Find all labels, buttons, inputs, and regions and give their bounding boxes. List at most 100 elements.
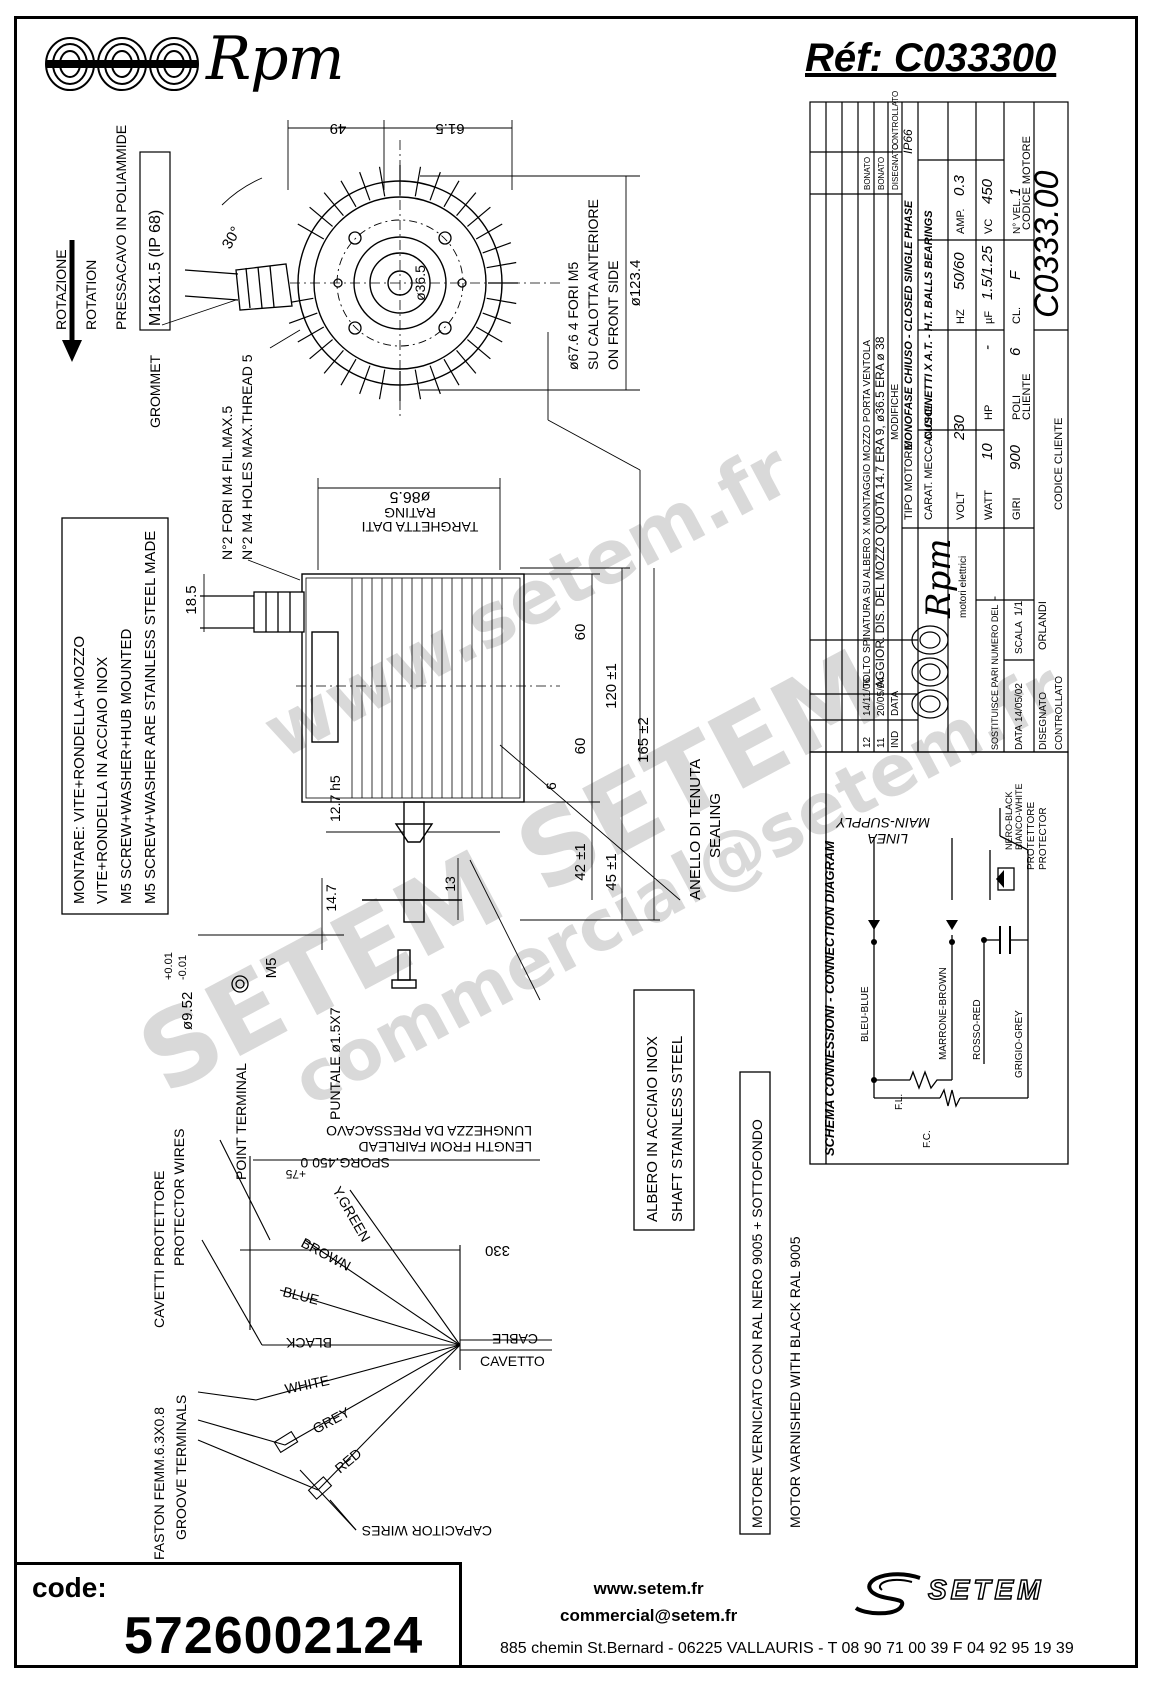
wire-white: WHITE <box>283 1372 330 1397</box>
col-data: DATA <box>890 690 901 716</box>
title-block-rpm-brand: Rpm <box>919 538 959 619</box>
rev-11-text: AGGIOR. DIS. DEL MOZZO QUOTA 14.7 ERA 9,… <box>873 336 887 688</box>
title-block-coil-icon <box>911 625 949 719</box>
cable-it: CAVETTO <box>480 1353 545 1369</box>
gland-spec: M16X1.5 (IP 68) <box>147 210 164 326</box>
cable-en: CABLE <box>492 1331 538 1347</box>
shaft-section-icon <box>231 975 249 993</box>
hz-label: HZ <box>955 309 967 324</box>
brand-wordmark: Rpm <box>206 24 344 94</box>
vc-value: 450 <box>979 178 996 204</box>
nvel-label: N° VEL. <box>1012 198 1023 234</box>
uf-label: µF <box>983 311 995 324</box>
dim-18-5: 18.5 <box>183 585 200 614</box>
cooling-fin <box>378 369 386 400</box>
dim-30-degrees: 30° <box>219 224 245 252</box>
tol-minus: -0.01 <box>177 955 189 980</box>
watt-label: WATT <box>983 490 995 520</box>
dim-120: 120 ±1 <box>603 663 620 709</box>
rev-11-ind: 11 <box>876 737 887 748</box>
col-disegnato: DISEGNATO <box>891 144 900 190</box>
cooling-fins <box>283 165 518 401</box>
codice-motore-label: CODICE MOTORE <box>1021 136 1033 230</box>
dim-9-52: ø9.52 <box>179 992 196 1030</box>
address-line: 885 chemin St.Bernard - 06225 VALLAURIS … <box>500 1640 1074 1657</box>
hz-value: 50/60 <box>951 252 968 290</box>
giri-label: GIRI <box>1011 497 1023 520</box>
code-value: 5726002124 <box>124 1607 424 1665</box>
front-view <box>250 140 560 420</box>
hp-label: HP <box>983 405 995 420</box>
shaft-note-1: ALBERO IN ACCIAIO INOX <box>644 1036 661 1222</box>
carat-label: CARAT. MECCANICHE <box>923 405 935 520</box>
coil-logo-icon <box>45 37 199 91</box>
cooling-fin <box>482 312 512 324</box>
cooling-fin <box>323 192 344 216</box>
dim-60-bottom: 60 <box>572 738 589 755</box>
sealing-en: SEALING <box>707 793 724 858</box>
dim-13: 13 <box>442 876 458 892</box>
bonato-1: BONATO <box>863 157 872 190</box>
giri-value: 900 <box>1007 444 1024 470</box>
front-holes-line-1: ø67.6 4 FORI M5 <box>565 262 581 370</box>
cooling-fin <box>414 369 422 400</box>
email-link[interactable]: commercial@setem.fr <box>560 1606 738 1625</box>
website-link[interactable]: www.setem.fr <box>593 1579 704 1598</box>
rev-11-date: 20/05/04 <box>876 677 887 716</box>
data-value: 14/05/02 <box>1014 683 1025 722</box>
nvel-value: 1 <box>1007 188 1024 196</box>
mount-note-1: MONTARE: VITE+RONDELLA+MOZZO <box>71 636 88 904</box>
ip-rating: IP66 <box>901 129 915 154</box>
col-ind: IND <box>890 731 901 748</box>
cooling-fin <box>467 206 491 227</box>
paint-note-2: MOTOR VARNISHED WITH BLACK RAL 9005 <box>787 1236 803 1528</box>
tipo-label: TIPO MOTORE <box>903 443 915 520</box>
drawing-frame <box>14 16 1138 1668</box>
disegnato-label: DISEGNATO <box>1038 692 1049 750</box>
paint-note-1: MOTORE VERNICIATO CON RAL NERO 9005 + SO… <box>749 1119 765 1528</box>
dim-14-7: 14.7 <box>323 884 339 911</box>
cooling-fin <box>340 180 357 208</box>
sostituisce-value: - <box>987 596 1001 600</box>
watt-value: 10 <box>979 443 996 460</box>
dim-86-5: ø86.5 <box>389 488 430 505</box>
protector-wires-en: PROTECTOR WIRES <box>171 1129 187 1266</box>
title-block <box>809 101 1069 753</box>
cooling-fin <box>475 223 503 240</box>
schema-grey: GRIGIO-GREY <box>1014 1010 1025 1078</box>
cooling-fin <box>378 166 386 197</box>
len-330: 330 <box>485 1242 510 1259</box>
dim-45: 45 ±1 <box>603 853 620 890</box>
setem-swirl-icon <box>854 1572 921 1616</box>
data-label: DATA <box>1014 724 1025 750</box>
dim-6: 6 <box>543 782 559 790</box>
setem-logo: SETEM <box>850 1568 1110 1618</box>
wire-black: BLACK <box>285 1335 332 1351</box>
grommet-label: GROMMET <box>147 354 163 428</box>
cooling-fin <box>443 180 460 208</box>
sostituisce-label: SOSTITUISCE PARI NUMERO DEL <box>990 605 1000 750</box>
front-mount-holes <box>333 231 467 335</box>
sporg-tol: +75 <box>285 1167 306 1181</box>
bonato-2: BONATO <box>877 157 886 190</box>
protector-wires-it: CAVETTI PROTETTORE <box>151 1171 167 1328</box>
mount-note-3: M5 SCREW+WASHER+HUB MOUNTED <box>118 629 135 904</box>
dim-123-4: ø123.4 <box>627 260 644 307</box>
scala-label: SCALA <box>1014 621 1025 654</box>
controllato-label: CONTROLLATO <box>1054 676 1065 750</box>
cooling-fin <box>323 350 344 374</box>
poli-value: 6 <box>1007 347 1024 356</box>
dim-60-top: 60 <box>572 624 589 641</box>
poli-label: POLI <box>1011 395 1023 420</box>
volt-label: VOLT <box>955 492 967 520</box>
dim-12-7: 12.7 h5 <box>327 775 343 822</box>
length-it: LUNGHEZZA DA PRESSACAVO <box>326 1123 532 1139</box>
tol-plus: +0.01 <box>163 952 175 980</box>
wire-grey: GREY <box>310 1404 353 1437</box>
scala-value: 1/1 <box>1013 601 1025 616</box>
cooling-fin <box>456 192 477 216</box>
uf-value: 1.5/1.25 <box>979 245 996 300</box>
cooling-fin <box>297 326 325 343</box>
cooling-fin <box>429 365 441 395</box>
m4-holes-en: N°2 M4 HOLES MAX.THREAD 5 <box>239 354 255 560</box>
